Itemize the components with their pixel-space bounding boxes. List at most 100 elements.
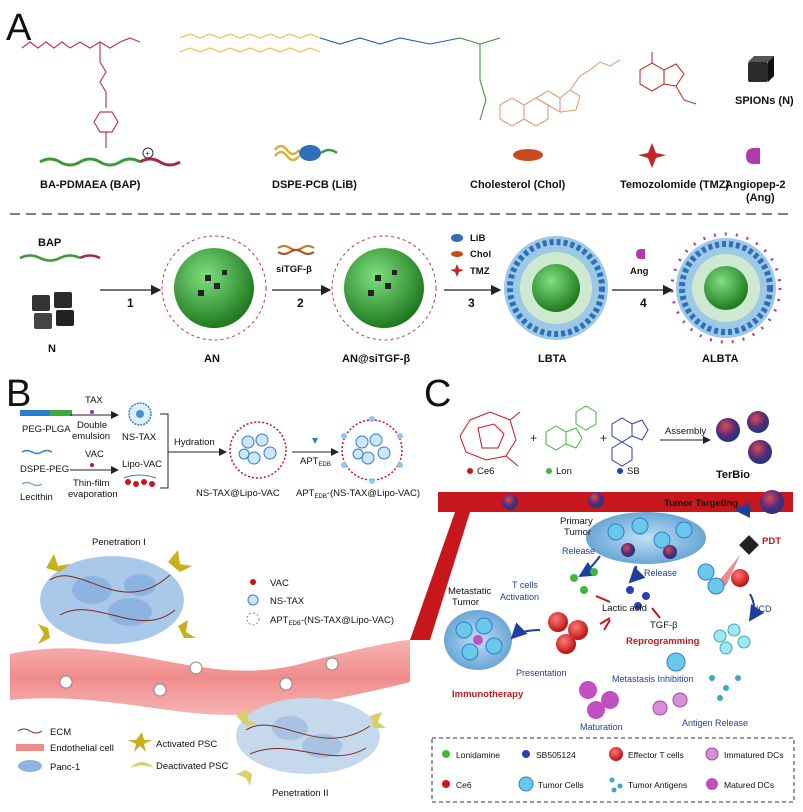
legend-tumor-antigens: Tumor Antigens [628, 780, 687, 790]
step2-label: 2 [297, 296, 304, 310]
pdt-label: PDT [762, 536, 781, 547]
laser-icon [739, 535, 759, 555]
metastatic-label-2: Tumor [452, 597, 479, 608]
svg-text:+: + [145, 149, 150, 158]
terbio-particles [716, 411, 772, 464]
tumor-penetration-1 [38, 550, 196, 644]
lon-release-dots [570, 568, 598, 594]
panel-b-letter: B [6, 373, 31, 415]
legend-endothelial: Endothelial cell [50, 743, 114, 754]
double-label-1: Double [77, 420, 107, 431]
an-label: AN [204, 353, 220, 365]
dspe-peg-label: DSPE-PEG [20, 464, 69, 475]
lib-icon [274, 144, 338, 162]
ang-small-icon [636, 249, 645, 259]
step1-label: 1 [127, 296, 134, 310]
apt-label: APTEDB [300, 456, 331, 468]
lipo-vac-label: Lipo-VAC [122, 459, 162, 470]
cholesterol-icon [513, 149, 543, 161]
antigen-release-label: Antigen Release [682, 718, 748, 728]
laser-beam [718, 555, 740, 586]
lbta-label: LBTA [538, 353, 567, 365]
lipo-vac-icon [123, 474, 157, 487]
primary-label-2: Tumor [564, 527, 591, 538]
step3-chol: Chol [470, 249, 491, 260]
step3-tmz: TMZ [470, 266, 490, 277]
legend-activated-psc: Activated PSC [156, 739, 217, 750]
sb-structure [611, 417, 649, 467]
legend-matured-icon [706, 778, 718, 790]
bap-strand-red [139, 157, 181, 167]
chol-small-icon [451, 251, 463, 257]
legend-lon-icon [442, 750, 450, 758]
chol-label: Cholesterol (Chol) [470, 179, 566, 191]
spions-cluster-icon [32, 292, 74, 329]
ang-label-2: (Ang) [746, 192, 775, 204]
tumor-targeting-label: Tumor Targeting [664, 498, 738, 509]
step3-label: 3 [468, 296, 475, 310]
panel-a-letter: A [6, 7, 32, 49]
legend-panc1-icon [18, 760, 42, 772]
lactic-label: Lactic acid [602, 603, 647, 614]
ang-label-1: Angiopep-2 [725, 179, 786, 191]
ang-icon [746, 148, 760, 164]
vac-label: VAC [85, 449, 104, 460]
legend-box-c [431, 737, 795, 803]
legend-vac-dot [250, 579, 256, 585]
apt-final-label: APTEDB-(NS-TAX@Lipo-VAC) [296, 488, 420, 500]
penetration2-label: Penetration II [272, 788, 329, 799]
sb-label: SB [627, 466, 640, 477]
ce6-label: Ce6 [477, 466, 494, 477]
legend-antigen-icon [609, 777, 623, 793]
reprogramming-icon [599, 617, 611, 631]
lon-label: Lon [556, 466, 572, 477]
thin-label-1: Thin-film [73, 478, 110, 489]
legend-effector-icon [609, 747, 623, 761]
lon-dot [546, 468, 552, 474]
release1-label: Release [562, 546, 595, 556]
dying-tumor-cells [697, 563, 749, 595]
tcells-label-2: Activation [500, 592, 539, 602]
vac-dot [90, 463, 94, 467]
ns-tax-lipo-vac-particle [229, 421, 287, 479]
inhibit-tgf [651, 607, 661, 619]
lecithin-icon [21, 481, 43, 487]
primary-tumor [586, 512, 706, 564]
step3-lib: LiB [470, 233, 485, 244]
icd-arrow [748, 593, 765, 622]
dspe-pcb-structure [179, 33, 501, 121]
legend-immatured-icon [705, 747, 719, 761]
antigen-molecules [709, 675, 741, 701]
terbio-in-vessel [502, 490, 784, 514]
legend-immatured: Immatured DCs [724, 750, 784, 760]
spions-label: SPIONs (N) [735, 95, 794, 107]
blood-vessel-b [10, 640, 410, 715]
legend-ecm-icon [17, 728, 43, 734]
lbta-particle [504, 236, 608, 340]
apt-icon [312, 438, 318, 444]
antigen-cluster [713, 623, 751, 655]
peg-plga-icon [20, 410, 50, 416]
sb-dot [617, 468, 623, 474]
legend-deactivated-psc-icon [130, 762, 154, 768]
legend-vac: VAC [270, 578, 289, 589]
step4-ang: Ang [630, 266, 649, 277]
lon-structure [545, 405, 597, 451]
svg-text:+: + [530, 431, 537, 445]
sb-release-dots [626, 586, 650, 610]
assembly-label: Assembly [665, 426, 706, 437]
release2-label: Release [644, 568, 677, 578]
bracket-b [160, 413, 169, 489]
blood-vessel-c [410, 492, 793, 640]
immatured-dc-cluster [652, 692, 688, 716]
albta-label: ALBTA [702, 353, 739, 365]
reprogramming-label: Reprogramming [626, 636, 700, 647]
attack-arrow [510, 622, 541, 640]
tcells-label-1: T cells [512, 580, 538, 590]
an-sitgf-particle [331, 235, 437, 341]
an-particle [161, 235, 267, 341]
legend-apt: APTEDB-(NS-TAX@Lipo-VAC) [270, 615, 394, 627]
metastatic-label-1: Metastatic [448, 586, 492, 597]
tax-dot [90, 410, 94, 414]
